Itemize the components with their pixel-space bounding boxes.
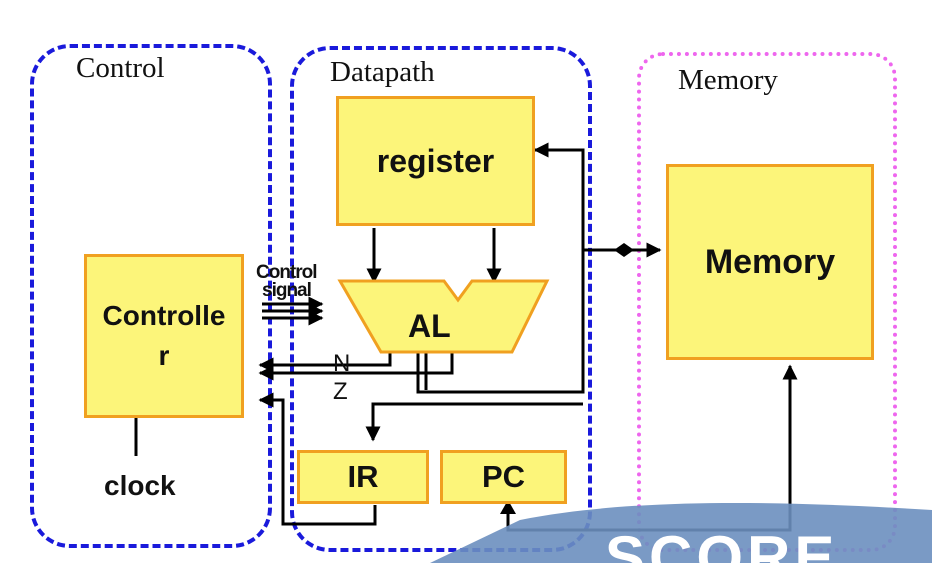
watermark-text: SCORE	[605, 524, 838, 563]
flag-z-label: Z	[333, 378, 348, 405]
control-region-label: Control	[76, 52, 165, 84]
controller-label-line1: Controlle	[102, 300, 226, 331]
pc-label: PC	[481, 459, 526, 494]
bus-to-ir-wire	[365, 402, 583, 442]
datapath-region	[290, 46, 592, 552]
datapath-region-label: Datapath	[330, 56, 435, 88]
ir-block: IR	[297, 450, 429, 504]
memory-bus-junction-icon	[614, 243, 634, 257]
controller-block: Controlle r	[84, 254, 244, 418]
ir-to-controller-wire	[258, 392, 377, 526]
watermark-banner	[430, 502, 932, 563]
control-signal-label-line1: Control	[256, 262, 318, 283]
control-signal-label-line2: signal	[262, 280, 312, 301]
register-block: register	[336, 96, 535, 226]
alu-label: AL	[408, 308, 451, 344]
memory-label: Memory	[704, 242, 836, 281]
memory-block: Memory	[666, 164, 874, 360]
pc-block: PC	[440, 450, 567, 504]
controller-label-line2: r	[158, 340, 170, 371]
alu-output-bus	[416, 142, 585, 394]
flag-n-label: N	[333, 350, 351, 377]
ir-label: IR	[347, 459, 379, 494]
register-label: register	[376, 142, 495, 179]
clock-label: clock	[104, 470, 176, 501]
control-region	[30, 44, 272, 548]
flag-z-wire	[258, 352, 454, 381]
flag-n-wire	[258, 352, 392, 373]
memory-region-label: Memory	[678, 64, 778, 96]
